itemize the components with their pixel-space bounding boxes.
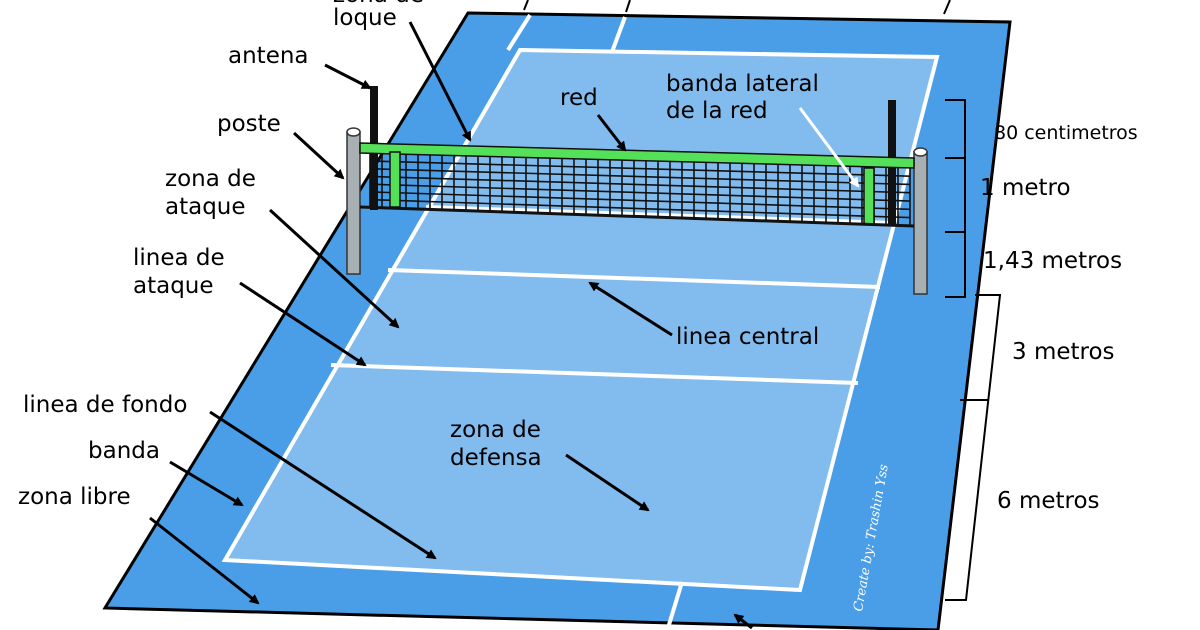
- zona-libre-label: zona libre: [18, 484, 131, 510]
- net-top-band: [359, 142, 915, 169]
- net-mesh-row: [369, 160, 911, 177]
- left-post: [346, 131, 361, 275]
- banda-lateral-arrow: [798, 107, 860, 188]
- measure-3m: 3 metros: [1012, 339, 1115, 365]
- right-post-cap: [913, 147, 928, 157]
- measure-1m: 1 metro: [980, 175, 1071, 201]
- measure-80cm: 80 centimetros: [994, 122, 1138, 144]
- banda-label: banda: [88, 438, 160, 464]
- zona-defensa-label-1: zona de: [450, 417, 541, 443]
- poste-arrow: [292, 131, 345, 180]
- zona-defensa-label-2: defensa: [450, 445, 542, 471]
- zona-defensa-arrow: [565, 453, 650, 512]
- linea-ataque-arrow: [239, 281, 367, 367]
- poste-label: poste: [217, 111, 281, 137]
- linea-central-label: linea central: [676, 324, 819, 350]
- attack-line-far: [425, 205, 896, 225]
- net-mesh-row: [369, 191, 911, 211]
- zona-bloqueo-label-2: loque: [333, 5, 397, 31]
- red-arrow: [596, 114, 627, 152]
- court-surface: [221, 47, 940, 593]
- linea-ataque-label-2: ataque: [133, 273, 214, 299]
- service-zone-mark-near: [666, 581, 684, 629]
- antena-label: antena: [228, 43, 309, 69]
- banda-lateral-label-2: de la red: [666, 98, 768, 124]
- net-mesh-row: [369, 167, 911, 186]
- banda-lateral-label-1: banda lateral: [666, 71, 819, 97]
- zona-libre-arrow: [149, 516, 260, 605]
- zona-ataque-label-1: zona de: [165, 166, 256, 192]
- left-side-band: [389, 151, 401, 208]
- zona-bloqueo-label-1: zona de: [333, 0, 424, 8]
- red-label: red: [560, 85, 598, 111]
- net-mesh-row: [369, 175, 911, 194]
- service-zone-mark-far-2: [610, 16, 627, 53]
- net-bottom-cable: [359, 205, 915, 228]
- linea-central-arrow: [588, 281, 673, 337]
- center-line: [387, 268, 881, 289]
- dimension-bracket: [945, 99, 1002, 601]
- right-post: [913, 151, 928, 295]
- attack-line-near: [330, 363, 859, 385]
- left-post-cap: [346, 127, 361, 137]
- zona-ataque-label-2: ataque: [165, 194, 246, 220]
- zona-bloqueo-arrow: [408, 21, 472, 142]
- measure-6m: 6 metros: [997, 488, 1100, 514]
- net-mesh-row: [369, 183, 911, 202]
- top-tick-2: [523, 0, 529, 11]
- zona-ataque-arrow: [268, 208, 400, 329]
- linea-fondo-arrow: [209, 410, 437, 560]
- net-mesh: [369, 153, 911, 226]
- antena-arrow: [324, 63, 372, 90]
- service-zone-mark-far: [506, 13, 532, 52]
- measure-143m: 1,43 metros: [983, 248, 1122, 274]
- top-bracket-tick: [943, 0, 951, 15]
- net-mesh-row: [369, 198, 911, 219]
- linea-fondo-label: linea de fondo: [23, 392, 187, 418]
- banda-arrow: [169, 460, 244, 507]
- zona-servicio-arrow: [733, 613, 753, 630]
- top-tick-3: [625, 0, 631, 13]
- right-side-band: [863, 167, 875, 225]
- linea-ataque-label-1: linea de: [133, 245, 225, 271]
